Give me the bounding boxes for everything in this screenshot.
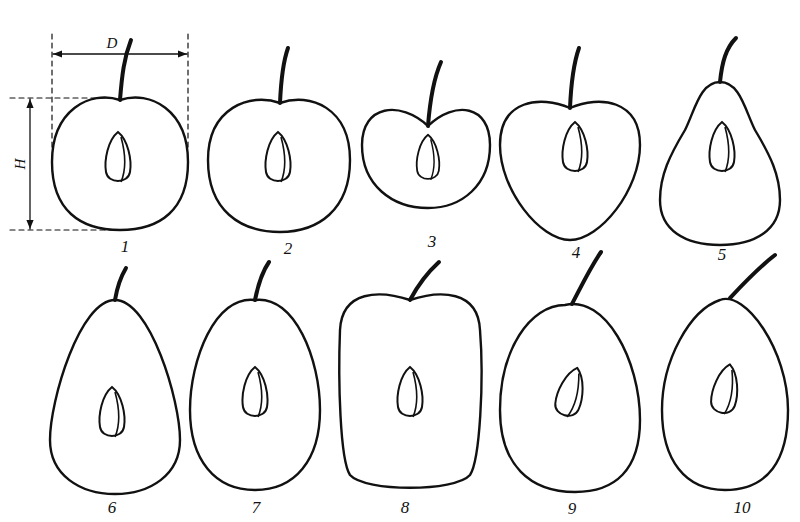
figure-number: 4 [572, 244, 581, 261]
figure-number: 8 [401, 499, 410, 516]
figure-number: 9 [568, 500, 577, 517]
dimension-label: D [105, 36, 120, 51]
figure-number: 5 [718, 246, 727, 263]
figure-number: 6 [108, 499, 117, 516]
figure-number: 3 [428, 233, 437, 250]
figure-number: 2 [284, 240, 293, 257]
figure-number: 7 [252, 499, 261, 516]
figure-number: 10 [734, 499, 751, 516]
figure-number: 1 [121, 238, 130, 255]
dimension-label: H [13, 159, 28, 170]
